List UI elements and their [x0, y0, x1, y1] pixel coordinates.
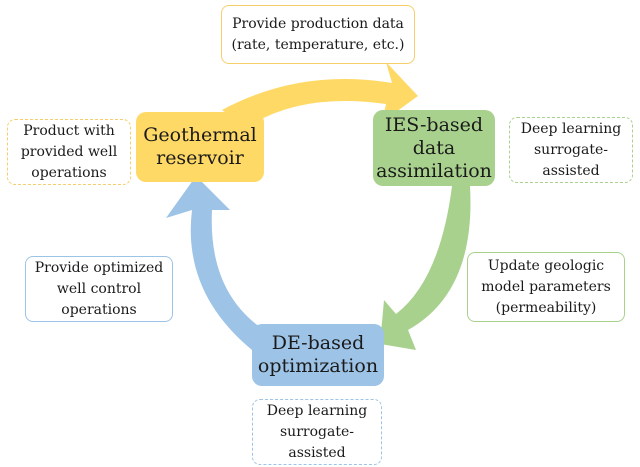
update-geologic-parameters-note: Update geologic model parameters (permea…: [467, 252, 625, 322]
optimized-well-control-note: Provide optimized well control operation…: [25, 256, 173, 322]
ies-data-assimilation-node: IES-based data assimilation: [373, 110, 495, 186]
de-optimization-node: DE-based optimization: [252, 324, 384, 386]
surrogate-assisted-assimilation-note: Deep learning surrogate- assisted: [509, 117, 633, 183]
product-well-operations-note: Product with provided well operations: [7, 119, 131, 185]
arrow-assimilation-to-optimization: [380, 186, 471, 350]
arrow-reservoir-to-assimilation: [222, 62, 418, 128]
production-data-note: Provide production data (rate, temperatu…: [221, 5, 415, 64]
geothermal-reservoir-node: Geothermal reservoir: [136, 112, 264, 182]
surrogate-assisted-optimization-note: Deep learning surrogate- assisted: [252, 399, 382, 465]
arrow-optimization-to-reservoir: [166, 176, 264, 350]
